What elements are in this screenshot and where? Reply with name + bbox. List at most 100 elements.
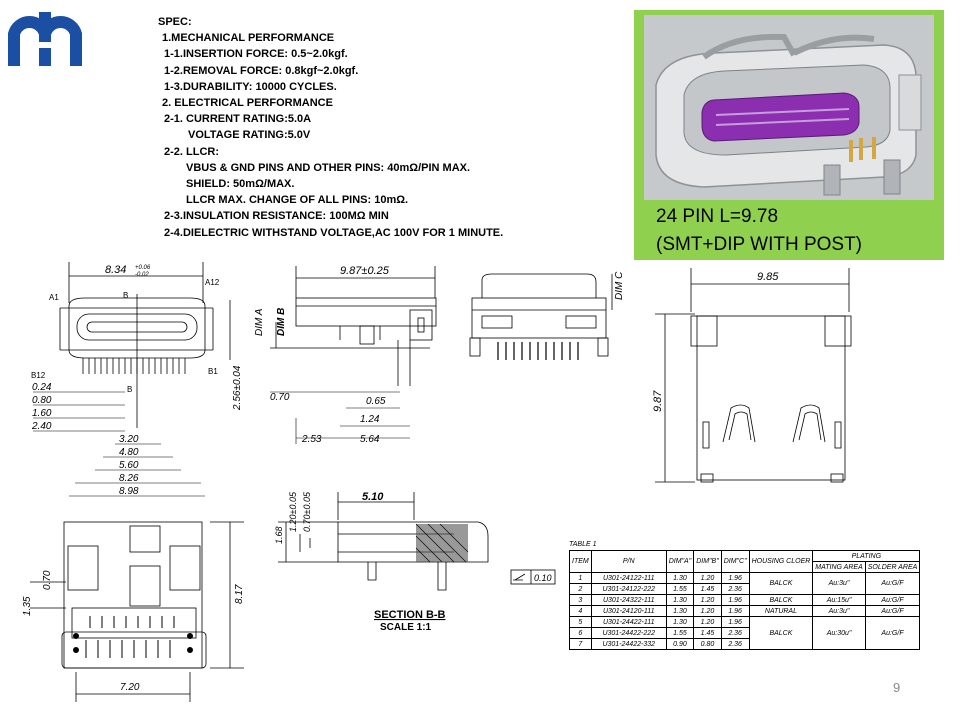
spec-title: SPEC: bbox=[158, 16, 192, 28]
cell: 1.30 bbox=[665, 572, 695, 584]
end-view-drawing: DIM C bbox=[469, 271, 625, 360]
spec-line: VOLTAGE RATING:5.0V bbox=[188, 129, 311, 142]
side-view-drawing: 9.87±0.25 DIM A DIM B 0.70 0.65 1.24 2.5… bbox=[254, 265, 437, 445]
spec-line: VBUS & GND PINS AND OTHER PINS: 40mΩ/PIN… bbox=[186, 161, 471, 174]
dim-a-label: DIM A bbox=[254, 308, 265, 336]
label-b-bottom: B bbox=[127, 385, 132, 394]
th-dim-b: DIM"B" bbox=[693, 550, 722, 573]
cell-mating: Au:3u" bbox=[812, 572, 866, 595]
cell: U301-24422-111 bbox=[590, 616, 667, 628]
front-height-dim: 2.56±0.04 bbox=[232, 365, 243, 411]
cell: 1.55 bbox=[665, 583, 695, 595]
table-row: 7 U301-24422-332 0.90 0.80 2.36 bbox=[569, 638, 920, 650]
cell: 2 bbox=[569, 583, 592, 595]
side-dim-3: 1.24 bbox=[360, 414, 380, 425]
cell: 7 bbox=[569, 638, 592, 650]
spec-block: SPEC: 1.MECHANICAL PERFORMANCE 1-1.INSER… bbox=[158, 14, 503, 241]
cell: 1.30 bbox=[665, 594, 695, 606]
cell-solder: Au:G/F bbox=[864, 572, 921, 595]
company-logo bbox=[7, 12, 82, 66]
page-number: 9 bbox=[893, 680, 901, 695]
spec-line: 2-4.DIELECTRIC WITHSTAND VOLTAGE,AC 100V… bbox=[164, 226, 504, 239]
table-row: 5 U301-24422-111 1.30 1.20 1.96 BALCK Au… bbox=[569, 616, 921, 650]
spec-line: 2-2. LLCR: bbox=[164, 145, 219, 158]
caption-line-2: (SMT+DIP WITH POST) bbox=[656, 234, 863, 255]
section-vdim-3: 0.70±0.05 bbox=[302, 491, 312, 532]
th-mating-area: MATING AREA bbox=[812, 561, 866, 573]
bottom-dim-1: 1.35 bbox=[22, 596, 33, 616]
spec-line: 1.MECHANICAL PERFORMANCE bbox=[162, 32, 335, 45]
front-top-dim: 8.34 bbox=[105, 264, 126, 276]
cell-mating: Au:15u" bbox=[812, 594, 866, 606]
front-bottom-dim-2: 4.80 bbox=[119, 447, 139, 458]
front-left-dim-1: 0.24 bbox=[32, 382, 52, 393]
connector-photo bbox=[644, 15, 934, 200]
table-title: TABLE 1 bbox=[569, 541, 597, 548]
spec-line: 2-3.INSULATION RESISTANCE: 100MΩ MIN bbox=[164, 210, 389, 223]
th-item: ITEM bbox=[569, 550, 592, 573]
front-tol-upper: +0.06 bbox=[135, 265, 151, 271]
bottom-view-drawing: 1.35 0.70 8.17 7.20 bbox=[22, 521, 245, 702]
cell: 1.55 bbox=[665, 627, 695, 639]
cell: 1.20 bbox=[693, 572, 722, 584]
cell: 1.96 bbox=[720, 616, 750, 628]
th-dim-a: DIM"A" bbox=[665, 550, 695, 573]
cell: 1.96 bbox=[720, 572, 750, 584]
label-a12: A12 bbox=[205, 278, 220, 287]
section-view-drawing: 5.10 1.68 1.20±0.05 0.70±0.05 0.10 SECTI… bbox=[274, 491, 556, 633]
section-top-dim: 5.10 bbox=[362, 491, 384, 503]
cell: 1 bbox=[569, 572, 592, 584]
section-vdim-1: 1.68 bbox=[274, 526, 284, 544]
top-height-dim: 9.87 bbox=[652, 390, 664, 412]
front-bottom-dim-3: 5.60 bbox=[119, 460, 139, 471]
cell: U301-24322-111 bbox=[590, 594, 667, 606]
cell: 2.36 bbox=[720, 583, 750, 595]
cell-color: NATURAL bbox=[748, 605, 814, 617]
cell-solder: Au:G/F bbox=[864, 605, 921, 617]
dim-b-label: DIM B bbox=[276, 308, 287, 336]
table-row: 6 U301-24422-222 1.55 1.45 2.36 bbox=[569, 627, 920, 639]
spec-line: 2. ELECTRICAL PERFORMANCE bbox=[162, 97, 333, 110]
cell: 2.36 bbox=[720, 627, 750, 639]
cell-color: BALCK bbox=[748, 594, 814, 606]
spec-line: 2-1. CURRENT RATING:5.0A bbox=[164, 113, 312, 126]
cell: U301-24422-222 bbox=[590, 627, 667, 639]
label-b12: B12 bbox=[31, 371, 46, 380]
side-top-dim: 9.87±0.25 bbox=[340, 265, 390, 277]
label-b-top: B bbox=[123, 291, 128, 300]
side-dim-1: 0.70 bbox=[270, 392, 290, 403]
section-title: SECTION B-B bbox=[374, 609, 446, 621]
cell: 1.20 bbox=[693, 594, 722, 606]
side-dim-4: 2.53 bbox=[301, 434, 322, 445]
side-dim-5: 5.64 bbox=[360, 434, 380, 445]
flatness-value: 0.10 bbox=[534, 573, 552, 583]
cell-solder: Au:G/F bbox=[864, 616, 921, 650]
product-photo-panel: 24 PIN L=9.78 (SMT+DIP WITH POST) bbox=[634, 10, 944, 260]
top-view-drawing: 9.85 9.87 bbox=[652, 268, 852, 483]
cell: 0.80 bbox=[693, 638, 722, 650]
front-tol-lower: -0.02 bbox=[135, 272, 149, 278]
front-left-dim-4: 2.40 bbox=[31, 421, 52, 432]
front-left-dim-3: 1.60 bbox=[32, 408, 52, 419]
cell-color: BALCK bbox=[748, 616, 814, 650]
spec-line: SHIELD: 50mΩ/MAX. bbox=[186, 178, 295, 191]
cell: U301-24122-222 bbox=[590, 583, 667, 595]
cell-mating: Au:30u" bbox=[812, 616, 866, 650]
front-bottom-dim-4: 8.26 bbox=[119, 473, 139, 484]
section-vdim-2: 1.20±0.05 bbox=[288, 491, 298, 532]
front-view-drawing: 8.34 +0.06 -0.02 A1 A12 B B B12 B1 2.56±… bbox=[31, 262, 243, 497]
cell-mating: Au:3u" bbox=[812, 605, 866, 617]
cell: 6 bbox=[569, 627, 592, 639]
table-row: 1 U301-24122-111 1.30 1.20 1.96 BALCK Au… bbox=[569, 572, 921, 595]
th-solder-area: SOLDER AREA bbox=[864, 561, 921, 573]
label-a1: A1 bbox=[49, 293, 59, 302]
spec-line: 1-1.INSERTION FORCE: 0.5~2.0kgf. bbox=[164, 48, 348, 61]
cell: 1.30 bbox=[665, 616, 695, 628]
cell-solder: Au:G/F bbox=[864, 594, 921, 606]
cell: U301-24422-332 bbox=[590, 638, 667, 650]
cell: 1.96 bbox=[720, 594, 750, 606]
cell: U301-24122-111 bbox=[590, 572, 667, 584]
th-housing-color: HOUSING CLOER bbox=[748, 550, 814, 573]
table-row: 4 U301-24120-111 1.30 1.20 1.96 NATURAL … bbox=[569, 605, 921, 617]
bottom-width-dim: 7.20 bbox=[120, 682, 140, 693]
